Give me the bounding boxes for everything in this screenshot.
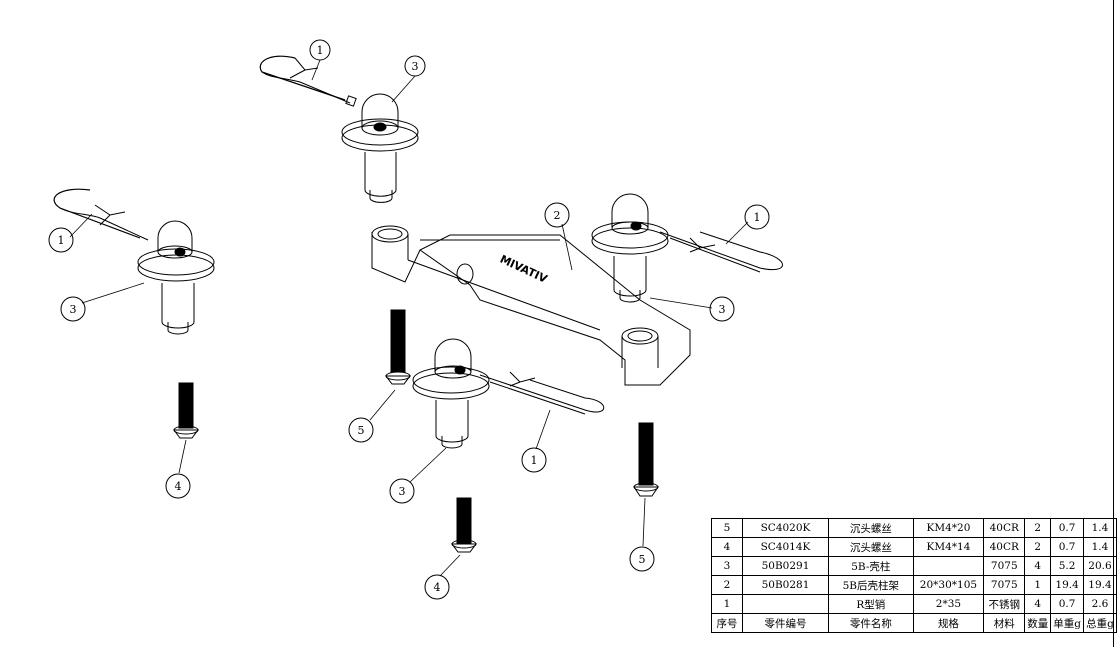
table-header-cell: 零件编号 bbox=[741, 613, 830, 633]
svg-text:3: 3 bbox=[399, 485, 406, 498]
balloon-1: 1 bbox=[521, 447, 547, 473]
bill-of-materials-table: 5 SC4020K 沉头螺丝 KM4*20 40CR 2 0.7 1.4 4 S… bbox=[711, 518, 1117, 633]
svg-text:4: 4 bbox=[175, 480, 182, 493]
table-cell: 0.7 bbox=[1050, 518, 1084, 538]
table-cell: 40CR bbox=[983, 537, 1026, 557]
table-cell: 5B-壳柱 bbox=[828, 556, 914, 576]
svg-text:2: 2 bbox=[554, 209, 561, 222]
table-cell: 4 bbox=[1024, 594, 1052, 614]
r-pin-part bbox=[479, 371, 605, 415]
table-cell: SC4020K bbox=[741, 518, 830, 538]
table-cell: 7075 bbox=[983, 556, 1026, 576]
table-cell: KM4*14 bbox=[912, 537, 985, 557]
drawing-border-right bbox=[1113, 0, 1114, 647]
svg-text:1: 1 bbox=[58, 234, 65, 247]
table-row: 3 50B0291 5B-壳柱 7075 4 5.2 20.6 bbox=[711, 556, 1117, 576]
table-cell: 0.7 bbox=[1050, 537, 1084, 557]
table-cell: 不锈钢 bbox=[983, 594, 1026, 614]
r-pin-part bbox=[53, 188, 149, 241]
balloon-5: 5 bbox=[629, 546, 655, 572]
table-cell: 1.4 bbox=[1082, 537, 1117, 557]
countersunk-screw-part bbox=[451, 497, 477, 553]
table-cell: 1 bbox=[711, 594, 743, 614]
table-header-cell: 数量 bbox=[1024, 613, 1052, 633]
rear-post-bracket-part bbox=[371, 225, 691, 386]
table-row: 4 SC4014K 沉头螺丝 KM4*14 40CR 2 0.7 1.4 bbox=[711, 537, 1117, 557]
table-cell: 5 bbox=[711, 518, 743, 538]
balloon-5: 5 bbox=[348, 417, 374, 443]
svg-text:3: 3 bbox=[412, 60, 419, 73]
table-cell: 20.6 bbox=[1082, 556, 1117, 576]
r-pin-part bbox=[659, 231, 783, 273]
table-cell bbox=[912, 556, 985, 576]
balloon-4: 4 bbox=[165, 473, 191, 499]
table-cell: 50B0291 bbox=[741, 556, 830, 576]
table-cell: 50B0281 bbox=[741, 575, 830, 595]
table-cell: 沉头螺丝 bbox=[828, 518, 914, 538]
balloon-1: 1 bbox=[744, 204, 770, 230]
svg-text:1: 1 bbox=[317, 44, 324, 57]
balloon-3: 3 bbox=[404, 55, 426, 77]
table-header-cell: 单重g bbox=[1050, 613, 1084, 633]
table-cell: 2*35 bbox=[912, 594, 985, 614]
svg-text:4: 4 bbox=[434, 581, 441, 594]
table-cell: 5B后壳柱架 bbox=[828, 575, 914, 595]
balloon-3: 3 bbox=[709, 296, 735, 322]
table-header-cell: 零件名称 bbox=[828, 613, 914, 633]
table-header-cell: 材料 bbox=[983, 613, 1026, 633]
table-cell: 4 bbox=[711, 537, 743, 557]
svg-text:3: 3 bbox=[719, 303, 726, 316]
balloon-3: 3 bbox=[60, 296, 86, 322]
table-cell: SC4014K bbox=[741, 537, 830, 557]
table-cell: KM4*20 bbox=[912, 518, 985, 538]
countersunk-screw-part bbox=[385, 309, 411, 385]
table-header-row: 序号 零件编号 零件名称 规格 材料 数量 单重g 总重g bbox=[711, 613, 1117, 633]
table-cell: 1.4 bbox=[1082, 518, 1117, 538]
table-cell: 2 bbox=[711, 575, 743, 595]
table-header-cell: 规格 bbox=[912, 613, 985, 633]
table-cell: 沉头螺丝 bbox=[828, 537, 914, 557]
countersunk-screw-part bbox=[633, 422, 659, 497]
table-row: 5 SC4020K 沉头螺丝 KM4*20 40CR 2 0.7 1.4 bbox=[711, 518, 1117, 538]
balloon-1: 1 bbox=[48, 227, 74, 253]
table-cell: 0.7 bbox=[1050, 594, 1084, 614]
table-cell: 4 bbox=[1024, 556, 1052, 576]
table-row: 2 50B0281 5B后壳柱架 20*30*105 7075 1 19.4 1… bbox=[711, 575, 1117, 595]
leader-lines bbox=[69, 59, 749, 577]
table-header-cell: 序号 bbox=[711, 613, 743, 633]
svg-text:5: 5 bbox=[639, 553, 646, 566]
shell-post-part bbox=[412, 338, 490, 449]
bracket-engraving: VITAVIM bbox=[498, 253, 549, 286]
shell-post-part bbox=[591, 193, 669, 303]
shell-post-part bbox=[341, 93, 419, 203]
table-cell bbox=[741, 594, 830, 614]
svg-text:3: 3 bbox=[70, 303, 77, 316]
svg-text:5: 5 bbox=[358, 424, 365, 437]
r-pin-part bbox=[259, 55, 357, 107]
table-cell: 2.6 bbox=[1082, 594, 1117, 614]
svg-text:1: 1 bbox=[531, 454, 538, 467]
table-cell: 5.2 bbox=[1050, 556, 1084, 576]
table-cell: 40CR bbox=[983, 518, 1026, 538]
svg-text:1: 1 bbox=[754, 211, 761, 224]
table-cell: 2 bbox=[1024, 537, 1052, 557]
table-cell: 7075 bbox=[983, 575, 1026, 595]
table-header-cell: 总重g bbox=[1082, 613, 1117, 633]
table-cell: 2 bbox=[1024, 518, 1052, 538]
countersunk-screw-part bbox=[173, 382, 199, 439]
table-cell: 1 bbox=[1024, 575, 1052, 595]
table-cell: 3 bbox=[711, 556, 743, 576]
table-row: 1 R型销 2*35 不锈钢 4 0.7 2.6 bbox=[711, 594, 1117, 614]
balloon-2: 2 bbox=[544, 202, 570, 228]
shell-post-part bbox=[137, 220, 215, 335]
balloon-1: 1 bbox=[309, 39, 331, 61]
balloon-4: 4 bbox=[424, 574, 450, 600]
table-cell: 20*30*105 bbox=[912, 575, 985, 595]
table-cell: 19.4 bbox=[1050, 575, 1084, 595]
balloon-3: 3 bbox=[389, 478, 415, 504]
table-cell: R型销 bbox=[828, 594, 914, 614]
table-cell: 19.4 bbox=[1082, 575, 1117, 595]
